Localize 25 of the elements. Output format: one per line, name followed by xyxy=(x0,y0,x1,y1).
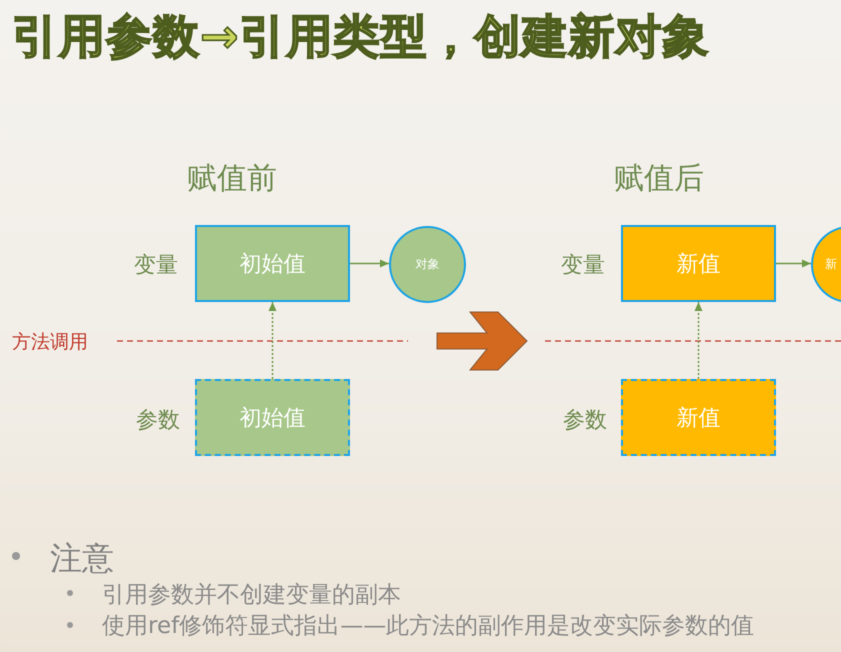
arrow xyxy=(694,302,702,379)
note-heading: 注意 xyxy=(50,538,114,579)
arrow xyxy=(776,260,811,268)
section-heading: 赋值前 xyxy=(187,160,277,198)
row-label: 变量 xyxy=(561,252,605,280)
arrow xyxy=(350,260,389,268)
node-text: 新值 xyxy=(676,404,720,432)
arrow xyxy=(268,302,276,379)
value-box xyxy=(195,225,350,302)
divider-label: 方法调用 xyxy=(12,330,88,355)
note-text: 引用参数并不创建变量的副本 xyxy=(102,581,401,610)
value-box xyxy=(621,379,776,456)
row-label: 参数 xyxy=(136,407,180,435)
note-text: 使用ref修饰符显式指出——此方法的副作用是改变实际参数的值 xyxy=(102,612,754,641)
node-text: 对象 xyxy=(416,256,440,273)
node-text: 新 xyxy=(825,256,837,273)
title: 引用参数→引用类型，创建新对象 xyxy=(12,8,710,65)
row-label: 变量 xyxy=(134,252,178,280)
row-label: 参数 xyxy=(563,407,607,435)
section-heading: 赋值后 xyxy=(614,160,704,198)
value-box xyxy=(621,225,776,302)
node-text: 新值 xyxy=(676,250,720,278)
node-text: 初始值 xyxy=(240,404,306,432)
value-box xyxy=(195,379,350,456)
node-text: 初始值 xyxy=(240,250,306,278)
